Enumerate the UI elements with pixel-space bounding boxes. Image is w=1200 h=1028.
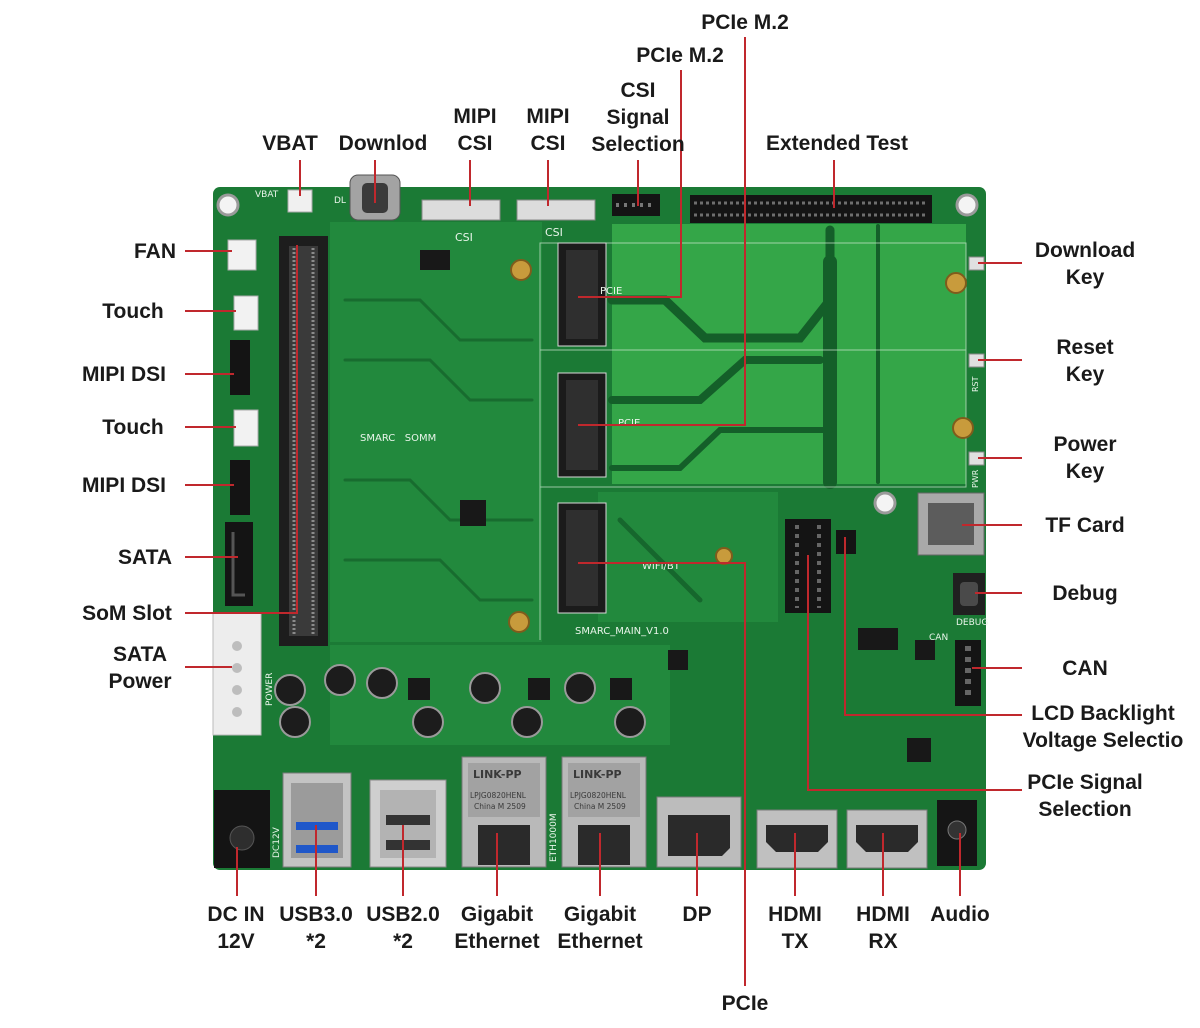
label-lcd-backlight: LCD Backlight Voltage Selectio <box>1022 702 1184 752</box>
label-gigabit-ethernet-a: Gigabit Ethernet <box>454 903 540 953</box>
line-pcie-m2-b <box>578 70 682 298</box>
label-debug: Debug <box>1052 582 1118 605</box>
label-hdmi-rx: HDMI RX <box>856 903 910 953</box>
label-tf-card: TF Card <box>1045 514 1125 537</box>
eth-a-brand: LINK-PP <box>473 768 522 781</box>
label-touch-a: Touch <box>102 300 164 323</box>
label-fan: FAN <box>134 240 176 263</box>
hdmi-tx-port <box>756 809 838 869</box>
label-vbat: VBAT <box>262 132 318 155</box>
can-connector <box>955 640 981 706</box>
buttons <box>968 256 985 466</box>
mipi-dsi-connector-1 <box>230 340 250 395</box>
label-dc-in: DC IN 12V <box>207 903 265 953</box>
mipi-csi-connector-1 <box>421 199 501 221</box>
silk-dl: DL <box>334 196 346 206</box>
label-mipi-csi-b: MIPI CSI <box>526 105 570 155</box>
inductors-and-chips <box>408 250 935 762</box>
callout-lines <box>185 37 1022 986</box>
extended-test-header <box>690 195 932 223</box>
ethernet-port-1 <box>461 756 547 868</box>
eth-a-origin: China M 2509 <box>474 802 526 811</box>
mipi-csi-connector-2 <box>516 199 596 221</box>
line-lcd-backlight <box>844 537 1022 716</box>
silk-rst: RST <box>971 376 980 392</box>
label-sata: SATA <box>117 546 173 569</box>
silk-vbat: VBAT <box>255 190 279 200</box>
dc-jack <box>214 790 270 868</box>
pcb-traces <box>343 224 880 603</box>
m2-slot-3 <box>557 502 607 614</box>
silk-pwr: PWR <box>971 469 980 488</box>
label-sata-power: SATA Power <box>108 643 172 693</box>
label-pcie-bottom: PCIe <box>721 992 769 1015</box>
sata-connector <box>225 522 253 606</box>
silk-dc12v: DC12V <box>272 826 282 858</box>
line-pcie-bottom <box>578 562 746 986</box>
fan-connector <box>227 239 257 271</box>
gold-standoffs <box>508 259 974 633</box>
label-download: Downlod <box>338 132 428 155</box>
eth-b-part: LPJG0820HENL <box>570 791 627 800</box>
label-touch-b: Touch <box>102 416 164 439</box>
silk-csi-b: CSI <box>545 226 563 239</box>
label-mipi-dsi-b: MIPI DSI <box>81 474 166 497</box>
silk-can: CAN <box>929 633 948 643</box>
silk-eth1000m: ETH1000M <box>549 813 559 862</box>
touch-connector-2 <box>233 409 259 447</box>
silk-wifi-bt: WIFI/BT <box>642 561 681 572</box>
hdmi-rx-port <box>846 809 928 869</box>
audio-jack <box>937 800 977 866</box>
label-usb2: USB2.0 *2 <box>366 903 440 953</box>
label-download-key: Download Key <box>1034 239 1136 289</box>
label-audio: Audio <box>930 903 990 926</box>
touch-connector-1 <box>233 295 259 331</box>
electrolytic-capacitors <box>274 664 646 738</box>
mipi-dsi-connector-2 <box>230 460 250 515</box>
pcb-outline-marks <box>539 242 967 640</box>
ethernet-port-2 <box>561 756 647 868</box>
m2-slot-2 <box>557 372 607 478</box>
debug-connector <box>953 573 985 615</box>
tf-card-slot <box>917 492 985 556</box>
silk-pcie-a: PCIE <box>600 286 622 297</box>
label-pcie-signal-selection: PCIe Signal Selection <box>1027 771 1143 821</box>
silk-pcie-b: PCIE <box>618 418 640 429</box>
eth-a-part: LPJG0820HENL <box>470 791 527 800</box>
label-dp: DP <box>682 903 712 926</box>
mounting-holes <box>216 193 979 515</box>
label-pcie-m2-a: PCIe M.2 <box>701 11 789 34</box>
csi-selection-jumpers <box>612 194 660 216</box>
label-pcie-m2-b: PCIe M.2 <box>636 44 724 67</box>
label-reset-key: Reset Key <box>1056 336 1114 386</box>
eth-b-brand: LINK-PP <box>573 768 622 781</box>
label-mipi-dsi-a: MIPI DSI <box>81 363 166 386</box>
label-extended-test: Extended Test <box>766 132 908 155</box>
displayport <box>656 796 742 868</box>
silk-debug: DEBUG <box>956 618 988 628</box>
label-som-slot: SoM Slot <box>82 602 172 625</box>
label-power-key: Power Key <box>1053 433 1117 483</box>
m2-slot-1 <box>557 242 607 347</box>
silk-smarc-somm: SMARC SOMM <box>360 433 436 444</box>
silk-sata-power: POWER <box>265 673 275 706</box>
line-som-slot <box>185 245 298 614</box>
sata-power-connector <box>212 612 262 736</box>
label-gigabit-ethernet-b: Gigabit Ethernet <box>557 903 643 953</box>
label-can: CAN <box>1062 657 1108 680</box>
eth-b-origin: China M 2509 <box>574 802 626 811</box>
line-pcie-signal-selection <box>807 555 1022 791</box>
label-hdmi-tx: HDMI TX <box>768 903 822 953</box>
silk-board-name: SMARC_MAIN_V1.0 <box>575 626 669 637</box>
silk-csi-a: CSI <box>455 231 473 244</box>
som-slot-connector <box>279 236 328 646</box>
label-csi-signal-selection: CSI Signal Selection <box>591 79 685 156</box>
usb2-port <box>369 779 447 868</box>
label-usb3: USB3.0 *2 <box>279 903 353 953</box>
line-pcie-m2-a <box>578 37 746 426</box>
label-mipi-csi-a: MIPI CSI <box>453 105 497 155</box>
